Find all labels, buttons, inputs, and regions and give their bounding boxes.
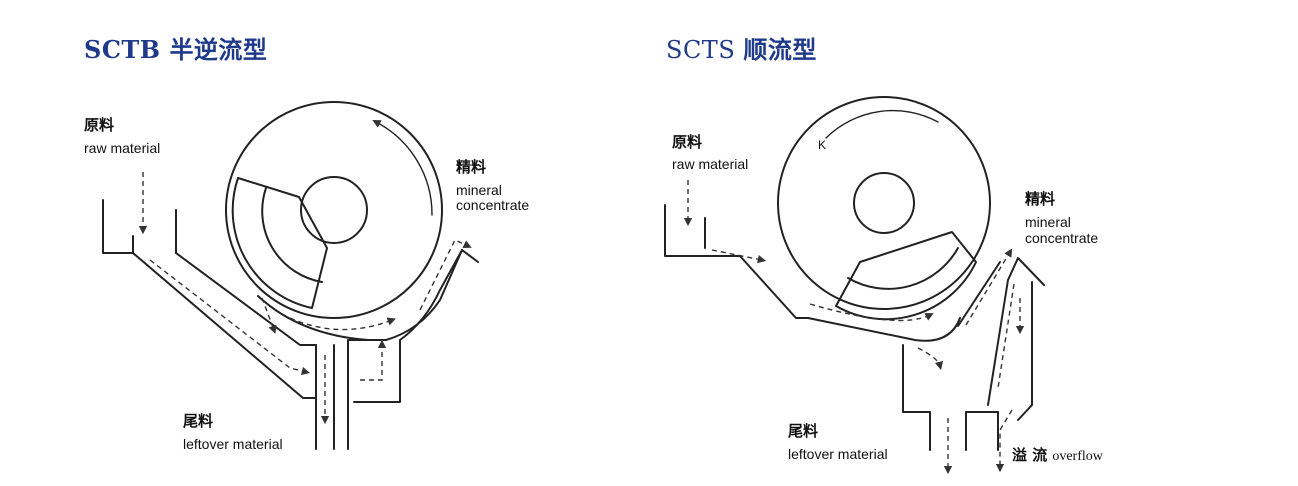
scts-magnet-inner-arc	[847, 247, 959, 290]
sctb-drum-shaft	[300, 176, 368, 244]
sctb-conc-lip	[461, 249, 479, 263]
scts-magnet-sector	[835, 231, 977, 321]
scts-overflow-label: 溢 流 overflow	[1012, 444, 1103, 465]
scts-conc-en1: mineral	[1025, 214, 1071, 230]
sctb-flow-left-down	[261, 297, 277, 334]
sctb-magnet-inner-arc	[261, 187, 323, 283]
scts-title-cn: 顺流型	[743, 36, 817, 64]
sctb-raw-en: raw material	[84, 140, 161, 156]
scts-left-en: leftover material	[788, 446, 888, 462]
scts-feed-hopper-left	[664, 204, 741, 257]
scts-raw-en: raw material	[672, 156, 749, 172]
scts-flow-overflow-out	[995, 409, 1013, 473]
scts-tank-mid	[965, 411, 999, 451]
sctb-feed-hopper-left	[102, 199, 134, 254]
scts-flow-return	[997, 283, 1015, 389]
scts-diagram	[664, 96, 1045, 475]
sctb-diagram	[102, 101, 479, 450]
scts-flow-turn	[917, 347, 944, 371]
scts-conc-chute-left	[957, 261, 1001, 327]
sctb-flow-concentrate	[419, 239, 472, 311]
sctb-tank-curve	[257, 249, 463, 341]
scts-conc-en2: concentrate	[1025, 230, 1099, 246]
scts-k-label: K	[818, 138, 827, 152]
sctb-conc-en1: mineral	[456, 182, 502, 198]
scts-title-code: SCTS	[666, 36, 736, 64]
scts-overflow-wall	[1017, 281, 1033, 421]
sctb-flow-chute	[149, 259, 311, 376]
scts-over-en: overflow	[1052, 449, 1103, 464]
sctb-drum	[225, 101, 443, 319]
scts-flow-under-drum	[809, 303, 934, 322]
sctb-title-code: SCTB	[84, 35, 161, 64]
sctb-left-en: leftover material	[183, 436, 283, 452]
scts-drum	[777, 96, 991, 310]
sctb-magnet-sector	[231, 177, 328, 309]
sctb-conc-cn: 精料	[456, 158, 487, 176]
scts-chute	[739, 255, 961, 342]
scts-raw-cn: 原料	[672, 133, 703, 151]
sctb-conc-en2: concentrate	[456, 197, 530, 213]
sctb-rotation-arrow	[372, 120, 433, 216]
sctb-chute-lower	[132, 252, 317, 399]
sctb-tank-bottom	[353, 249, 463, 403]
scts-drum-shaft	[853, 172, 915, 234]
scts-left-cn: 尾料	[788, 422, 819, 440]
scts-conc-chute-inner	[987, 279, 1009, 406]
sctb-title-cn: 半逆流型	[169, 36, 268, 64]
sctb-flow-rise	[360, 339, 387, 381]
scts-over-cn: 溢 流	[1012, 446, 1048, 464]
scts-conc-lip	[1007, 257, 1045, 286]
sctb-title: SCTB 半逆流型	[84, 30, 267, 65]
sctb-tank-wall-3	[347, 339, 369, 450]
scts-tank-left	[902, 344, 931, 451]
scts-conc-cn: 精料	[1025, 190, 1056, 208]
sctb-chute-upper	[175, 252, 317, 346]
sctb-raw-cn: 原料	[84, 116, 115, 134]
scts-title: SCTS 顺流型	[666, 30, 817, 65]
scts-rotation-arrow	[825, 109, 939, 139]
sctb-flow-under-drum	[289, 317, 396, 331]
sctb-left-cn: 尾料	[183, 412, 214, 430]
